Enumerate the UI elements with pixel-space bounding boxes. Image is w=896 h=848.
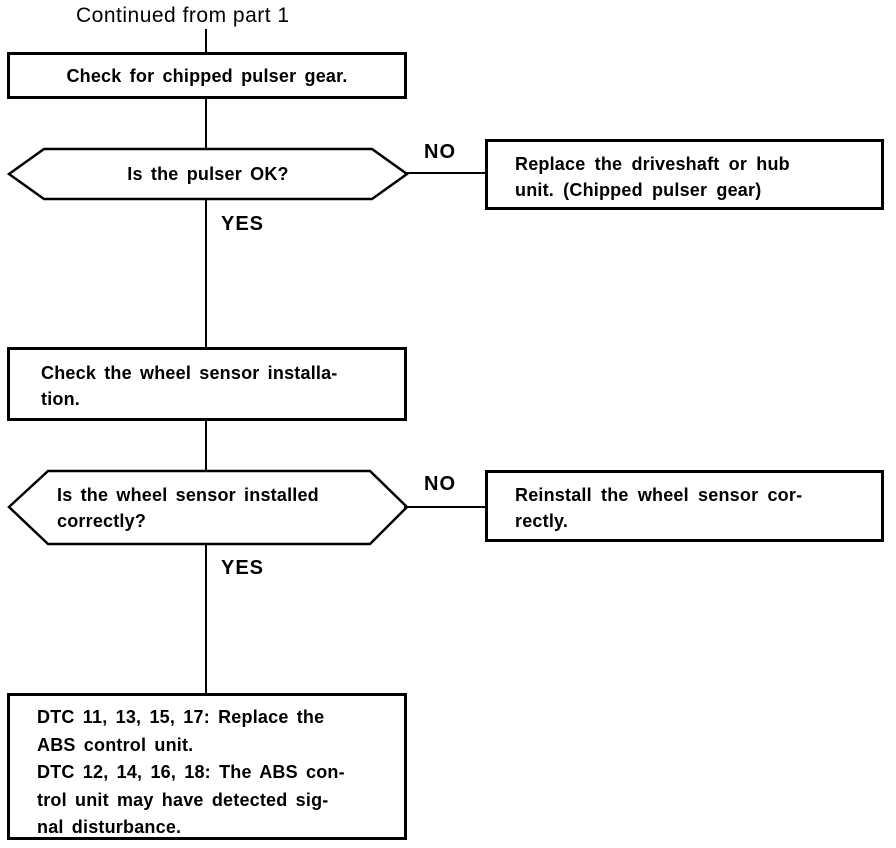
action-box-replace-driveshaft: Replace the driveshaft or hub unit. (Chi…: [485, 139, 884, 210]
connector-no-1: [404, 172, 485, 174]
process-box-check-pulser-text: Check for chipped pulser gear.: [66, 65, 348, 86]
decision-sensor-installed: Is the wheel sensor installed correctly?: [6, 468, 410, 547]
action-box-reinstall-sensor-line2: rectly.: [515, 511, 569, 531]
decision-sensor-installed-line2: correctly?: [57, 510, 147, 531]
edge-label-no-1: NO: [424, 141, 456, 163]
connector-yes-2: [205, 545, 207, 693]
connector-no-2: [404, 506, 485, 508]
result-box-dtc-line5: nal disturbance.: [37, 817, 182, 837]
edge-label-yes-1: YES: [221, 213, 265, 235]
connector-check-sensor-to-decision: [205, 421, 207, 470]
action-box-reinstall-sensor-line1: Reinstall the wheel sensor cor-: [515, 485, 803, 505]
continued-from-label: Continued from part 1: [76, 4, 290, 27]
decision-pulser-ok: Is the pulser OK?: [6, 146, 410, 202]
decision-sensor-installed-line1: Is the wheel sensor installed: [57, 484, 319, 505]
result-box-dtc: DTC 11, 13, 15, 17: Replace the ABS cont…: [7, 693, 407, 840]
connector-title-to-check-pulser: [205, 29, 207, 52]
result-box-dtc-line2: ABS control unit.: [37, 734, 194, 755]
edge-label-yes-2: YES: [221, 557, 265, 579]
process-box-check-sensor-install-line2: tion.: [41, 389, 80, 409]
result-box-dtc-line4: trol unit may have detected sig-: [37, 789, 329, 810]
process-box-check-sensor-install-line1: Check the wheel sensor installa-: [41, 363, 338, 383]
action-box-replace-driveshaft-line2: unit. (Chipped pulser gear): [515, 180, 762, 200]
edge-label-no-2: NO: [424, 473, 456, 495]
result-box-dtc-line3: DTC 12, 14, 16, 18: The ABS con-: [37, 762, 345, 782]
connector-yes-1: [205, 200, 207, 348]
process-box-check-sensor-install: Check the wheel sensor installa- tion.: [7, 347, 407, 421]
decision-pulser-ok-text: Is the pulser OK?: [127, 164, 289, 184]
decision-hexagon-shape: [6, 147, 410, 201]
connector-check-pulser-to-decision: [205, 99, 207, 148]
action-box-replace-driveshaft-line1: Replace the driveshaft or hub: [515, 154, 790, 174]
action-box-reinstall-sensor: Reinstall the wheel sensor cor- rectly.: [485, 470, 884, 542]
result-box-dtc-line1: DTC 11, 13, 15, 17: Replace the: [37, 707, 325, 727]
process-box-check-pulser: Check for chipped pulser gear.: [7, 52, 407, 99]
